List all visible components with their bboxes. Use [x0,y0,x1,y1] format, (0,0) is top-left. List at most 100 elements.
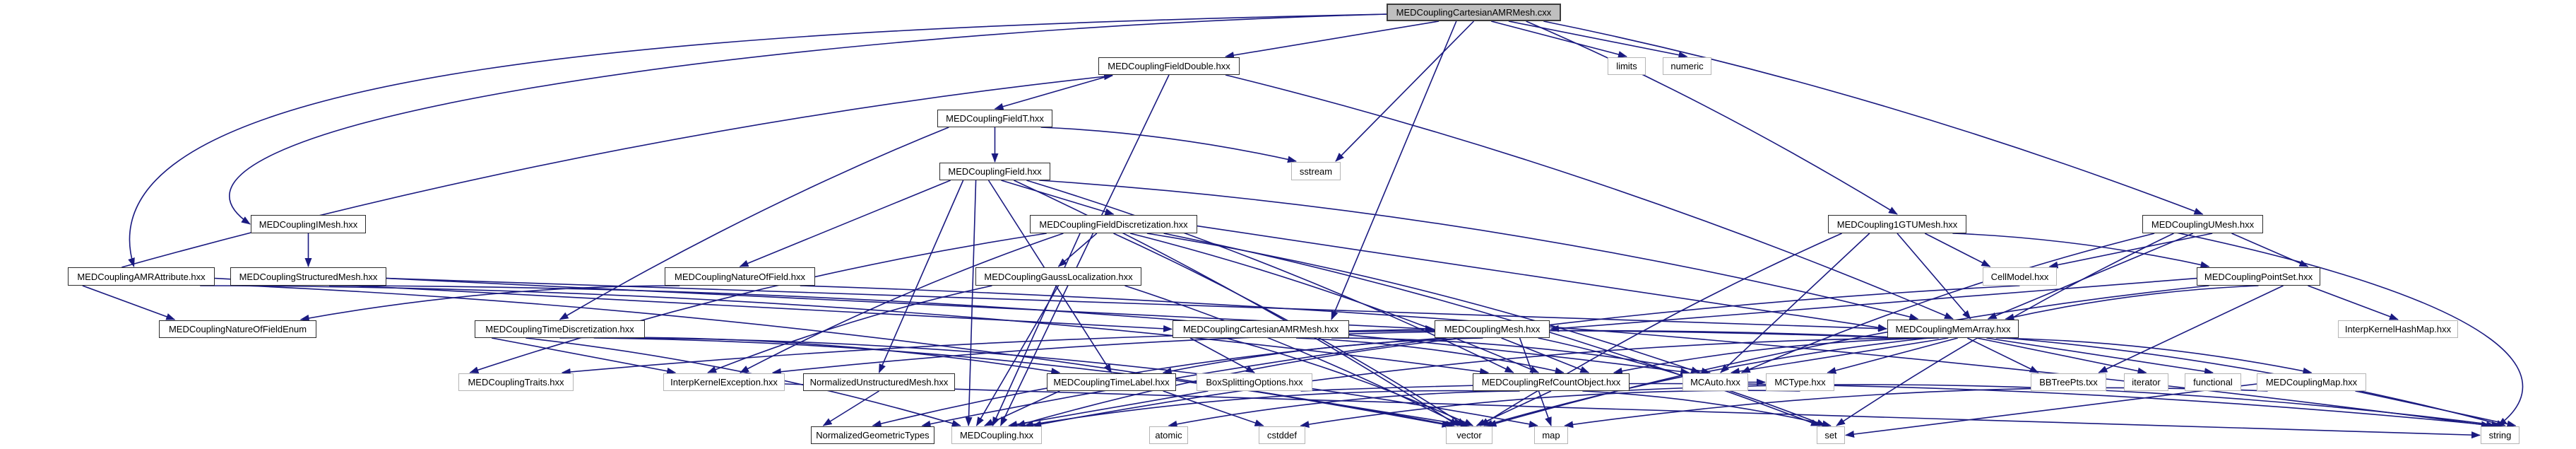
edge-memarray-mcauto [1730,337,1949,375]
node-meshhxx[interactable]: MEDCouplingMesh.hxx [1435,320,1550,338]
node-memarray[interactable]: MEDCouplingMemArray.hxx [1887,320,2019,338]
edge-cxx-gtumesh [1526,21,1898,215]
node-cartamrhxx[interactable]: MEDCouplingCartesianAMRMesh.hxx [1173,320,1349,338]
edge-cartamrhxx-mcauto [1331,337,1711,375]
edge-cxx-amrattr [128,13,1389,267]
node-normunstr[interactable]: NormalizedUnstructuredMesh.hxx [803,373,955,391]
node-functional: functional [2185,373,2241,391]
node-gaussloc[interactable]: MEDCouplingGaussLocalization.hxx [975,267,1141,286]
node-cellmodel: CellModel.hxx [1983,267,2057,286]
edge-cartamrhxx-meshhxx [1348,325,1435,333]
edge-gtumesh-memarray [1897,233,1971,320]
node-numeric: numeric [1663,57,1711,75]
node-sstream: sstream [1291,162,1341,180]
node-field[interactable]: MEDCouplingField.hxx [939,163,1050,180]
edge-memarray-maphxx [1995,337,2313,375]
edge-umesh-string [2143,225,2524,426]
edge-cxx-sstream [1335,21,1475,162]
edge-umesh-mcauto [1740,233,2155,373]
edge-memarray-refcount [1613,337,1939,375]
edge-cxx-numeric [1508,21,1688,59]
node-cxx: MEDCouplingCartesianAMRMesh.cxx [1387,4,1561,21]
edge-pointset-bbtree [2098,285,2284,373]
node-umesh[interactable]: MEDCouplingUMesh.hxx [2142,215,2263,233]
edge-ikexc-string [784,383,2481,439]
node-mcauto: MCAuto.hxx [1682,373,1748,391]
edge-fielddouble-memarray [1225,74,1954,320]
node-atomic: atomic [1149,426,1188,444]
edge-boxsplit-medcoupling [1008,390,1209,428]
edge-fielddisc-mcauto [1146,233,1701,373]
edge-cxx-limits [1490,21,1627,58]
node-timedisc[interactable]: MEDCouplingTimeDiscretization.hxx [475,320,645,338]
edge-gtumesh-cellmodel [1924,233,1991,267]
node-vector: vector [1446,426,1492,444]
edge-cartamrhxx-refcount [1295,337,1565,375]
node-cstddef: cstddef [1259,426,1305,444]
edge-gtumesh-vector [1479,233,1842,426]
edge-fielddisc-traits [469,233,1047,373]
node-hashmap: InterpKernelHashMap.hxx [2338,320,2458,338]
edge-memarray-mctype [1827,337,1958,374]
node-gtumesh[interactable]: MEDCoupling1GTUMesh.hxx [1828,215,1966,233]
edge-memarray-vector [1483,337,1930,427]
edge-gaussloc-vector [1124,285,1463,426]
edge-maphxx-string [2355,390,2517,428]
node-bbtree: BBTreePts.txx [2031,373,2106,391]
edge-umesh-cellmodel [2048,233,2213,269]
node-imesh[interactable]: MEDCouplingIMesh.hxx [251,215,366,233]
node-enum[interactable]: MEDCouplingNatureOfFieldEnum [159,320,316,338]
edge-pointset-memarray [2005,285,2259,321]
edge-normunstr-normgeo [822,390,879,426]
edge-field-normunstr [878,180,964,373]
node-traits: MEDCouplingTraits.hxx [458,373,574,391]
edge-timedisc-ikexc [491,337,677,375]
edge-field-fielddisc [1001,180,1115,216]
edge-natureoffield-string [800,285,2491,428]
node-iterator: iterator [2124,373,2168,391]
node-amrattr[interactable]: MEDCouplingAMRAttribute.hxx [68,267,215,286]
edge-pointset-hashmap [2308,285,2399,320]
edge-timelabel-cstddef [1163,390,1264,426]
edge-memarray-bbtree [1966,337,2039,373]
edge-cxx-fielddouble [1225,21,1440,59]
node-maphxx: MEDCouplingMap.hxx [2257,373,2366,391]
edge-refcount-atomic [1168,390,1520,428]
node-refcount[interactable]: MEDCouplingRefCountObject.hxx [1473,373,1630,391]
node-set: set [1817,426,1845,444]
edge-meshhxx-medcoupling [1016,337,1465,427]
edge-memarray-functional [1986,337,2214,375]
edge-cxx-umesh [1543,21,2204,215]
node-timelabel[interactable]: MEDCouplingTimeLabel.hxx [1047,373,1176,391]
edge-pointset-meshhxx [1550,277,2197,332]
edge-cxx-cartamrhxx [1331,21,1457,320]
node-normgeo[interactable]: NormalizedGeometricTypes [811,426,934,444]
edge-timedisc-medcoupling [526,337,961,427]
edge-fielddouble-fieldt [994,74,1113,110]
edge-fieldt-timedisc [559,127,949,320]
node-pointset[interactable]: MEDCouplingPointSet.hxx [2197,267,2320,286]
edge-fieldt-sstream [1040,127,1297,163]
edge-structmesh-memarray [386,277,1887,332]
edge-structmesh-mcauto [328,285,1690,375]
node-fieldt[interactable]: MEDCouplingFieldT.hxx [937,110,1052,127]
edge-gtumesh-mcauto [1720,233,1870,373]
edge-field-medcoupling [965,180,977,426]
edge-boxsplit-vector [1254,390,1470,428]
node-mctype: MCType.hxx [1766,373,1834,391]
node-medcoupling: MEDCoupling.hxx [951,426,1042,444]
node-fielddisc[interactable]: MEDCouplingFieldDiscretization.hxx [1030,215,1197,233]
node-fielddouble[interactable]: MEDCouplingFieldDouble.hxx [1098,57,1240,75]
edge-field-natureoffield [739,180,951,267]
edge-timelabel-medcoupling [984,390,1060,426]
edge-umesh-memarray [1987,233,2194,320]
node-natureoffield[interactable]: MEDCouplingNatureOfField.hxx [665,267,815,286]
node-structmesh[interactable]: MEDCouplingStructuredMesh.hxx [230,267,386,286]
edge-fielddisc-gaussloc [1057,233,1098,267]
edge-maphxx-set [1845,383,2257,438]
node-string: string [2481,426,2519,444]
edge-memarray-iterator [1976,337,2147,375]
edge-field-memarray [1039,180,1919,320]
edge-meshhxx-set [1538,337,1826,426]
